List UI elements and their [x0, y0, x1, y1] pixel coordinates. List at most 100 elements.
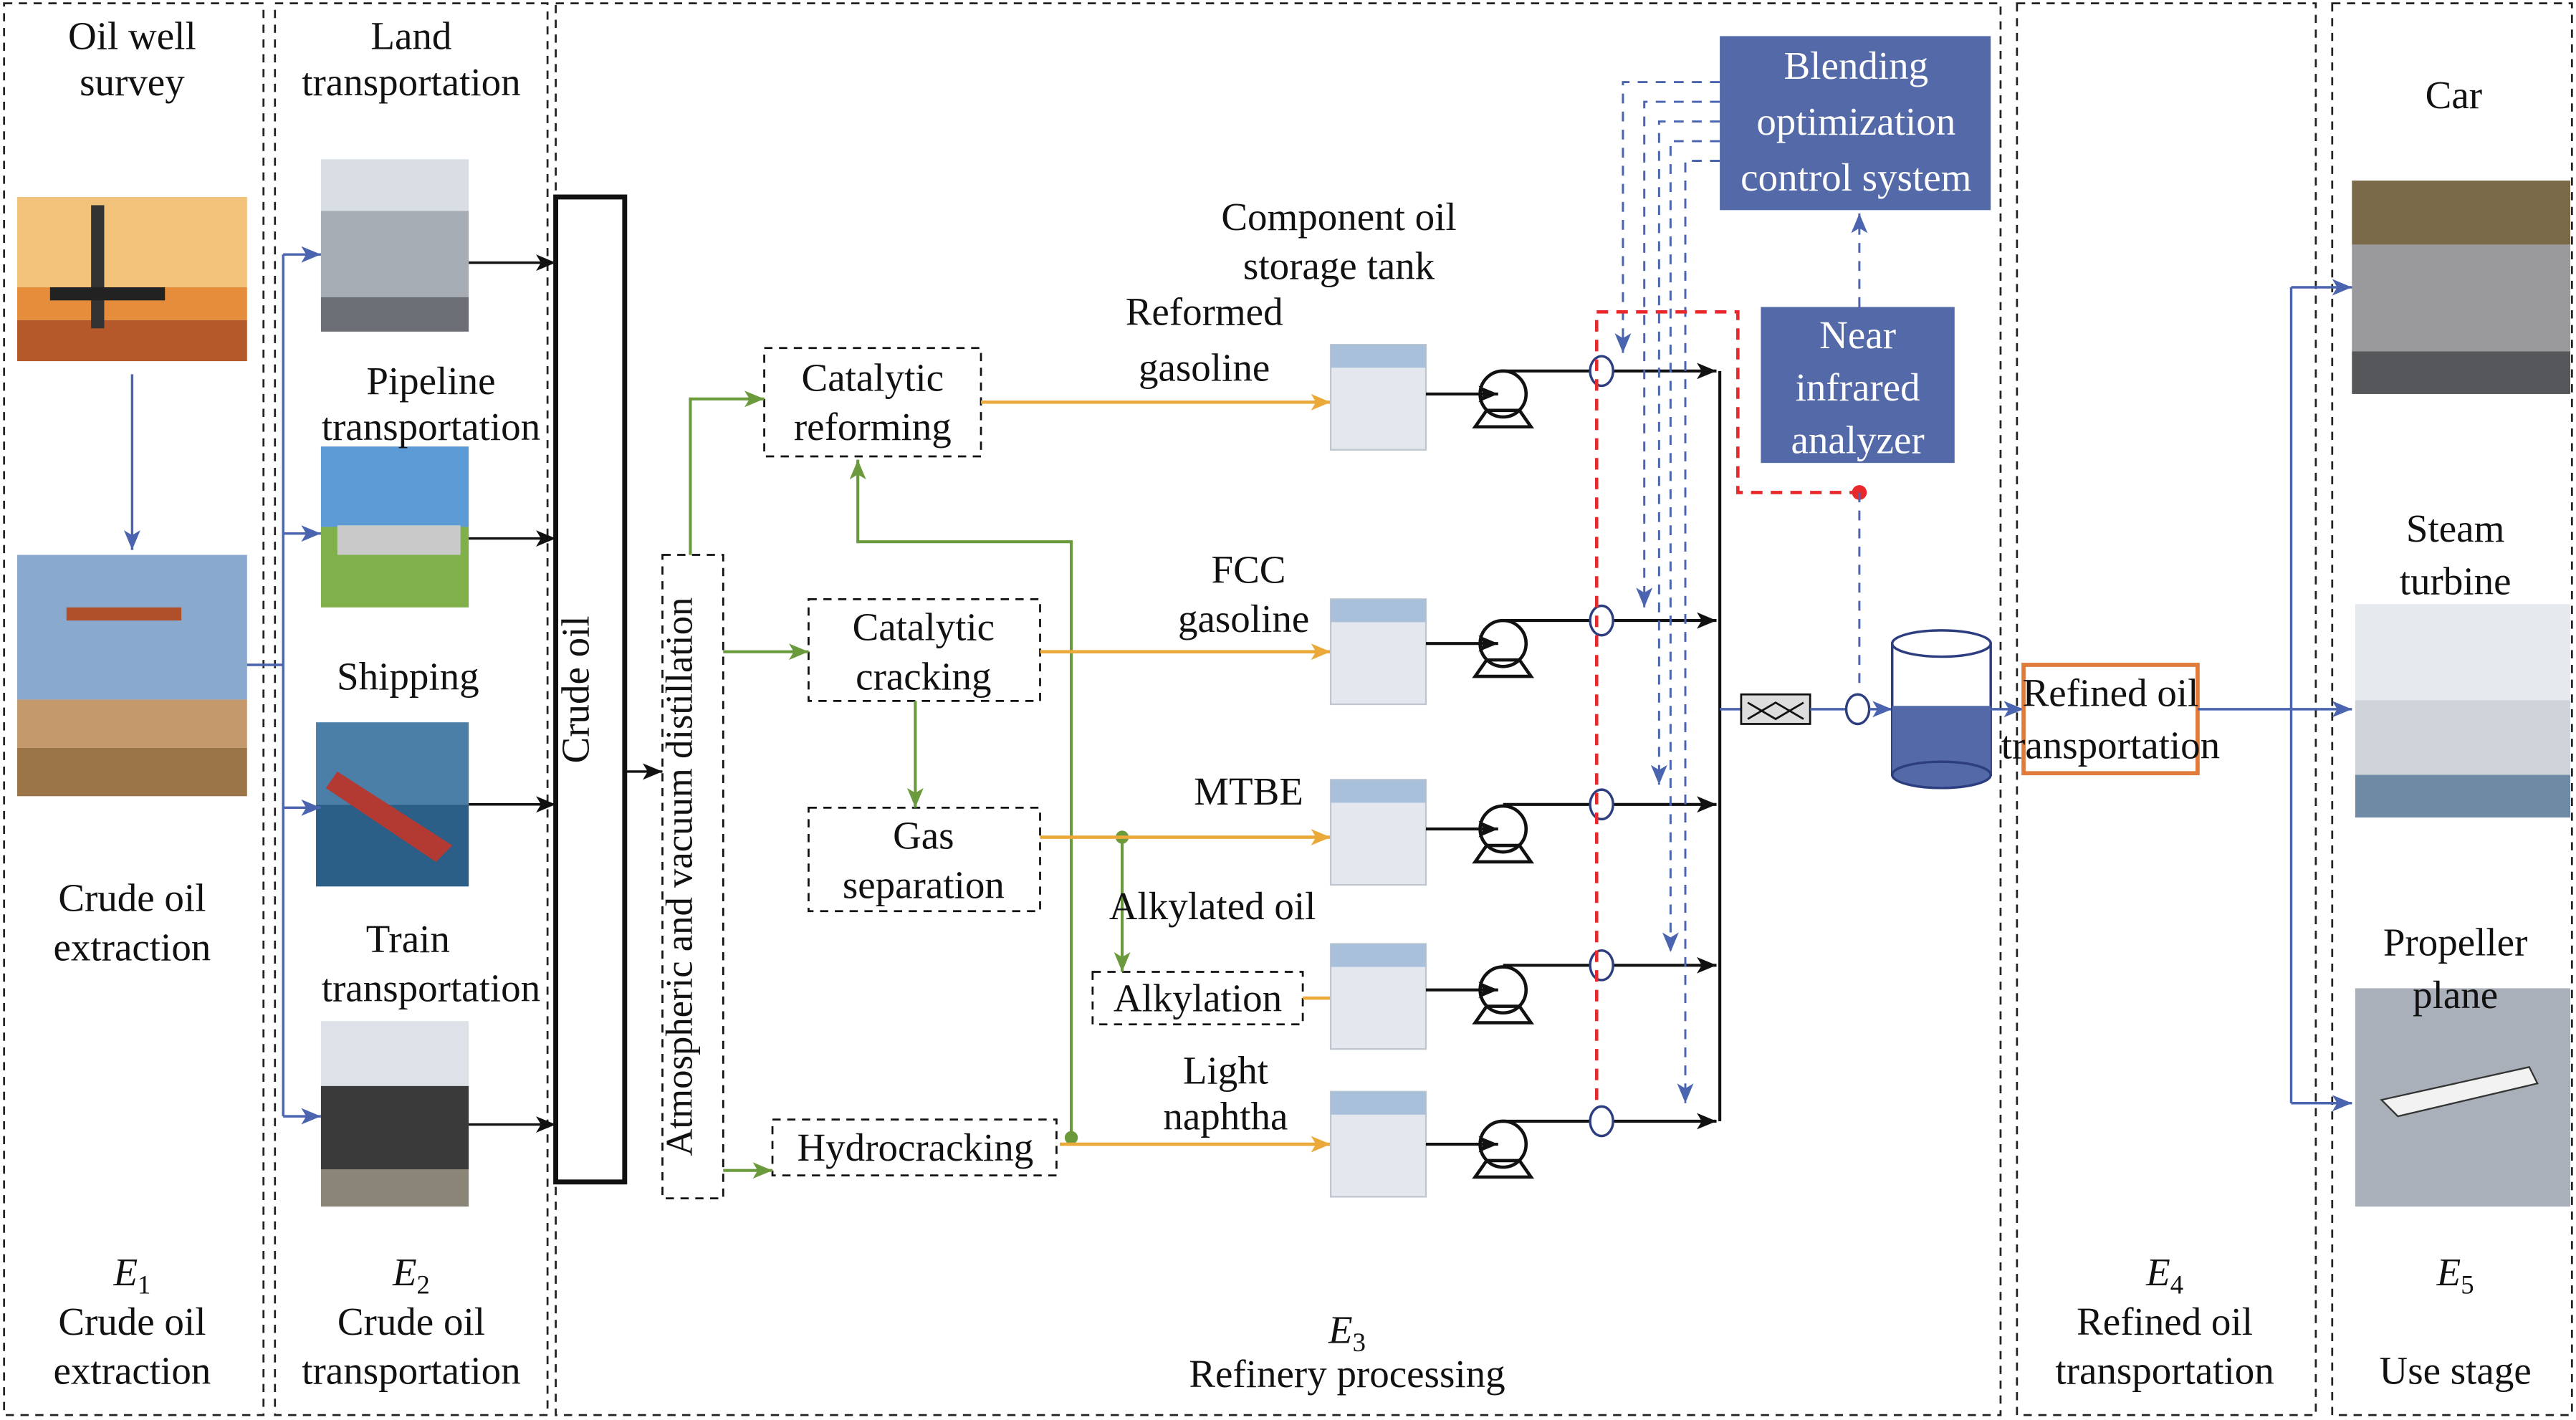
junction-dot — [1064, 1131, 1078, 1145]
nir-analyzer-label: analyzer — [1791, 418, 1924, 461]
pump-base-icon — [1472, 658, 1535, 678]
use-label: Propeller — [2383, 921, 2528, 964]
transport-label: Shipping — [337, 654, 479, 698]
component-label: MTBE — [1194, 769, 1303, 813]
stage-e1: Oil well survey Crude oil extraction E1 … — [53, 14, 211, 1393]
train-photo-part — [320, 1169, 469, 1207]
arrowhead — [1478, 982, 1498, 999]
blending-optimization-box — [1720, 36, 1991, 211]
plane-icon — [2380, 1066, 2539, 1118]
transport-label: Land — [370, 14, 451, 58]
gas-separation-label: Gas — [893, 814, 954, 858]
tank-sky — [1331, 599, 1426, 623]
stage-name: Use stage — [2380, 1349, 2532, 1393]
control-signal-line — [1622, 81, 1720, 353]
arrowhead — [1697, 956, 1717, 974]
transport-label: Train — [366, 917, 450, 961]
arrowhead — [1614, 333, 1632, 353]
stage-name: extraction — [53, 1349, 211, 1393]
refined-transport-label: transportation — [2001, 724, 2220, 767]
component-label: gasoline — [1139, 346, 1270, 390]
car-photo-part — [2352, 244, 2571, 352]
product-valve-icon — [1844, 693, 1871, 726]
stage-e5: Car Steam turbine Propeller plane E5 Use… — [2380, 73, 2532, 1392]
stage-panel-e2 — [274, 2, 549, 1416]
use-label: turbine — [2400, 559, 2512, 603]
arrowhead — [1311, 829, 1331, 846]
pump-base-icon — [1472, 408, 1535, 429]
crude-oil-box — [553, 194, 628, 1185]
stage-name: Crude oil — [58, 1300, 206, 1343]
arrowhead — [2332, 701, 2352, 718]
stage-id: E1 — [112, 1250, 150, 1299]
arrowhead — [301, 525, 321, 542]
cracking-label: Catalytic — [853, 605, 995, 649]
stage-name: transportation — [302, 1349, 520, 1393]
storage-title: storage tank — [1243, 244, 1435, 288]
sample-line — [1594, 310, 1859, 1100]
extraction-label: extraction — [53, 925, 211, 969]
component-label: Light — [1183, 1048, 1268, 1092]
use-label: plane — [2413, 973, 2498, 1017]
blending-system-label: optimization — [1756, 100, 1955, 143]
component-label: Reformed — [1126, 290, 1283, 334]
arrowhead — [1662, 932, 1679, 952]
stage-name: transportation — [2055, 1349, 2274, 1393]
stage-id: E3 — [1328, 1308, 1366, 1356]
steam-turbine-photo-part — [2355, 774, 2571, 818]
transport-label: transportation — [302, 60, 520, 104]
pump-base-icon — [1472, 843, 1535, 864]
stage-e3: Crude oil Atmospheric and vacuum distill… — [553, 44, 1971, 1396]
pump-base-icon — [1472, 1004, 1535, 1025]
diagram-geometry — [3, 2, 2573, 1416]
component-label: FCC — [1212, 547, 1286, 591]
stage-e2: Land transportation Pipeline transportat… — [302, 14, 540, 1393]
tanker-icon — [325, 771, 453, 862]
survey-label: Oil well — [68, 14, 196, 58]
sampling-valve-icon — [1589, 604, 1614, 637]
platform-icon — [49, 287, 166, 301]
steam-turbine-photo-part — [2355, 604, 2571, 701]
tank-sky — [1331, 345, 1426, 368]
storage-title: Component oil — [1221, 195, 1456, 239]
stage-panel-e1 — [3, 2, 265, 1416]
truck-photo-part — [320, 159, 469, 211]
arrowhead — [849, 459, 866, 480]
steam-turbine-photo-part — [2355, 700, 2571, 775]
nir-analyzer-label: Near — [1819, 313, 1896, 357]
component-label: Alkylated oil — [1109, 884, 1316, 928]
refined-transport-label: Refined oil — [2023, 671, 2199, 714]
pump-icon — [1478, 369, 1528, 419]
blending-system-label: Blending — [1783, 44, 1928, 87]
transport-label: transportation — [322, 966, 540, 1010]
stage-id: E2 — [392, 1250, 430, 1299]
truck-photo-part — [320, 211, 469, 297]
arrowhead — [2332, 1095, 2352, 1112]
arrowhead — [536, 1116, 556, 1133]
stage-panel-e5 — [2331, 2, 2573, 1416]
gas-separation-box — [808, 806, 1041, 913]
crude-oil-label: Crude oil — [553, 615, 597, 763]
arrowhead — [1677, 1083, 1694, 1103]
arrowhead — [1636, 587, 1653, 608]
train-photo-part — [320, 1021, 469, 1086]
arrowhead — [536, 254, 556, 272]
sampling-valve-icon — [1589, 788, 1614, 821]
arrowhead — [906, 787, 924, 808]
pipeline-photo-part — [320, 446, 469, 527]
pump-icon — [1478, 1119, 1528, 1169]
stage-e4: Refined oil transportation E4 Refined oi… — [2001, 671, 2274, 1392]
use-label: Car — [2426, 73, 2482, 117]
arrowhead — [1478, 1136, 1498, 1153]
pumpjack-photo-part — [17, 699, 247, 748]
arrowhead — [1697, 612, 1717, 629]
arrowhead — [1311, 1136, 1331, 1153]
distillation-label: Atmospheric and vacuum distillation — [659, 598, 701, 1156]
pump-icon — [1478, 618, 1528, 668]
product-tank-top — [1890, 629, 1992, 658]
use-label: Steam — [2406, 507, 2504, 550]
control-signal-line — [1643, 100, 1720, 608]
arrowhead — [1478, 635, 1498, 652]
arrowhead — [1697, 1113, 1717, 1130]
